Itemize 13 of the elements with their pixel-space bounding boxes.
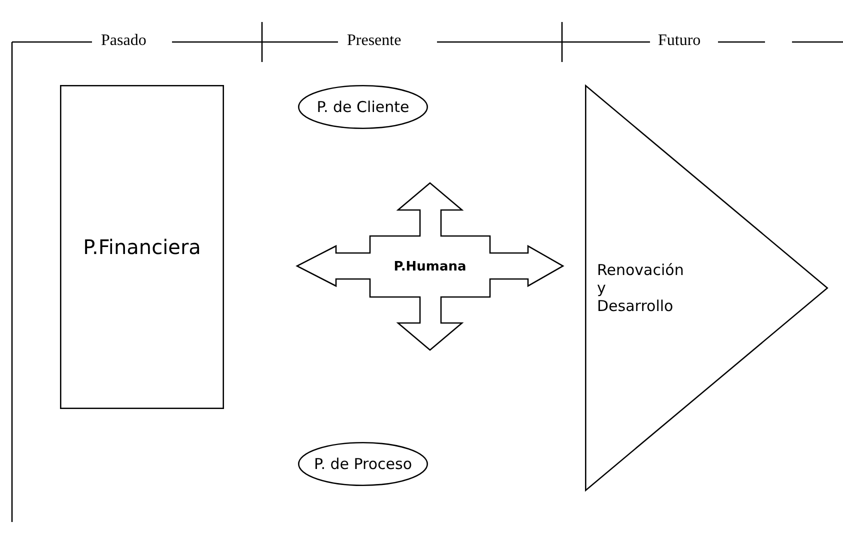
node-label: P.Financiera	[83, 235, 201, 259]
node-label: P. de Proceso	[314, 455, 412, 473]
perspective-ellipse	[298, 85, 428, 129]
node-label: P. de Cliente	[316, 98, 410, 116]
four-way-arrow	[297, 183, 563, 350]
perspective-ellipse	[298, 442, 428, 486]
node-label: P.Humana	[394, 259, 466, 274]
timeline-label: Presente	[347, 32, 402, 50]
node-label: Renovación y Desarrollo	[597, 261, 684, 315]
timeline-label: Pasado	[101, 32, 146, 50]
timeline-label: Futuro	[658, 32, 701, 50]
perspective-box	[60, 85, 224, 409]
perspective-triangle	[585, 85, 828, 491]
